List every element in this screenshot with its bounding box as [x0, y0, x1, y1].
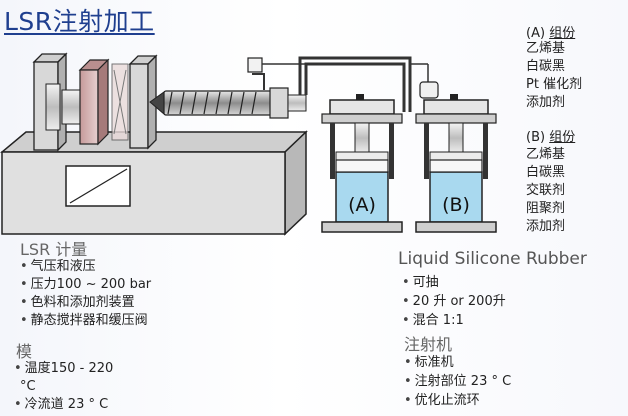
composition-a-list: 乙烯基 白碳黑 Pt 催化剂 添加剂: [526, 40, 582, 112]
lsr-title: Liquid Silicone Rubber: [398, 249, 587, 269]
list-item: Pt 催化剂: [526, 77, 583, 92]
list-item: 白碳黑: [526, 59, 566, 74]
composition-b-heading: (B) 组份: [526, 130, 576, 145]
metering-list: •气压和液压 •压力100 ~ 200 bar •色料和添加剂装置 •静态搅拌器…: [20, 258, 151, 330]
tank-b-label: (B): [442, 194, 470, 216]
list-item: •可抽: [402, 275, 439, 290]
list-item: •冷流道 23 ° C: [14, 397, 109, 412]
list-item: •注射部位 23 ° C: [404, 374, 512, 389]
valve-block: [247, 57, 263, 73]
list-item: 添加剂: [526, 95, 566, 110]
list-item: •气压和液压: [20, 259, 96, 274]
list-item: •静态搅拌器和缓压阀: [20, 313, 148, 328]
feed-pipes: [252, 56, 412, 112]
list-item: •色料和添加剂装置: [20, 295, 135, 310]
list-item: •20 升 or 200升: [402, 294, 506, 309]
list-item: •温度150 - 220: [14, 361, 114, 376]
lsr-list: •可抽 •20 升 or 200升 •混合 1:1: [402, 273, 506, 330]
additive-container: [410, 63, 439, 99]
list-item: 添加剂: [526, 219, 566, 234]
list-item: 乙烯基: [526, 41, 566, 56]
tank-b: [415, 94, 497, 233]
mold-list: •温度150 - 220 °C •冷流道 23 ° C: [14, 360, 113, 414]
list-item: •标准机: [404, 355, 454, 370]
clamp-unit: [32, 52, 158, 152]
composition-b-list: 乙烯基 白碳黑 交联剂 阻聚剂 添加剂: [526, 146, 565, 236]
list-item: 交联剂: [526, 183, 566, 198]
list-item: °C: [20, 379, 36, 394]
list-item: 乙烯基: [526, 147, 566, 162]
injection-list: •标准机 •注射部位 23 ° C •优化止流环: [404, 353, 511, 410]
list-item: •优化止流环: [404, 393, 480, 408]
injection-screw: [149, 87, 307, 119]
tank-a: [321, 94, 403, 233]
metering-title: LSR 计量: [20, 240, 88, 259]
composition-a-heading: (A) 组份: [526, 26, 576, 41]
tank-a-label: (A): [348, 194, 376, 216]
injection-title: 注射机: [404, 335, 453, 354]
machine-base: [0, 130, 308, 236]
list-item: •混合 1:1: [402, 313, 464, 328]
list-item: 白碳黑: [526, 165, 566, 180]
list-item: 阻聚剂: [526, 201, 566, 216]
list-item: •压力100 ~ 200 bar: [20, 277, 152, 292]
page-title: LSR注射加工: [4, 7, 155, 36]
mold-title: 模: [16, 342, 33, 361]
